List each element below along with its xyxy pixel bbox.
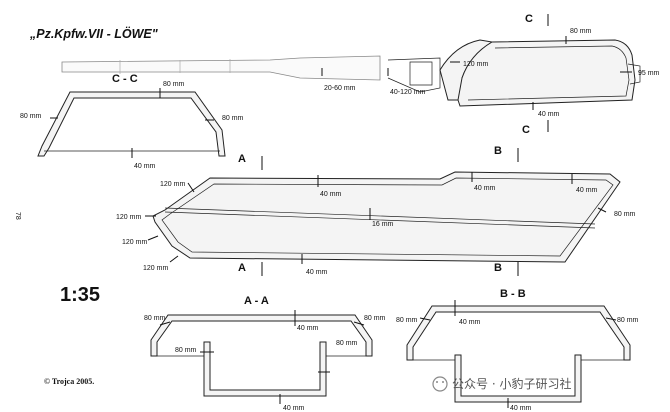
hull-dim-rear: 80 mm bbox=[614, 211, 636, 218]
aa-dim-bottom: 40 mm bbox=[283, 405, 305, 412]
section-a-top: A bbox=[238, 153, 246, 165]
section-bb-label: B - B bbox=[500, 288, 526, 300]
aa-dim-inner-right: 80 mm bbox=[336, 340, 358, 347]
section-b-top: B bbox=[494, 145, 502, 157]
hull-dim-top3: 40 mm bbox=[576, 187, 598, 194]
section-c-top: C bbox=[525, 13, 533, 25]
hull-dim-nose-mid: 120 mm bbox=[122, 239, 147, 246]
section-bb: B - B 80 mm 80 mm 40 mm 40 mm bbox=[396, 288, 639, 412]
bb-dim-left: 80 mm bbox=[396, 317, 418, 324]
bb-dim-top: 40 mm bbox=[459, 319, 481, 326]
cc-dim-left: 80 mm bbox=[20, 113, 42, 120]
aa-dim-inner-left: 80 mm bbox=[175, 347, 197, 354]
section-bb-lower-plate bbox=[454, 354, 582, 403]
section-aa-label: A - A bbox=[244, 295, 269, 307]
watermark-text: 公众号 · 小豹子研习社 bbox=[452, 376, 571, 391]
aa-dim-right: 80 mm bbox=[364, 315, 386, 322]
cc-dim-bottom: 40 mm bbox=[134, 163, 156, 170]
hull-dim-floor: 16 mm bbox=[372, 221, 394, 228]
turret-dim-bottom: 40 mm bbox=[538, 111, 560, 118]
bb-dim-bottom: 40 mm bbox=[510, 405, 532, 412]
page-number: 78 bbox=[14, 212, 21, 220]
section-b-bottom: B bbox=[494, 262, 502, 274]
hull-dim-front-upper: 120 mm bbox=[160, 181, 185, 188]
aa-dim-left: 80 mm bbox=[144, 315, 166, 322]
section-cc-plate bbox=[37, 91, 226, 157]
section-cc: C - C 80 mm 80 mm 80 mm 40 mm bbox=[20, 73, 244, 170]
cc-dim-top: 80 mm bbox=[163, 81, 185, 88]
hull-dim-top2: 40 mm bbox=[474, 185, 496, 192]
section-a-bottom: A bbox=[238, 262, 246, 274]
turret-dim-top: 80 mm bbox=[570, 28, 592, 35]
hull-side-view: A A B B 120 mm 120 mm 120 mm 120 mm 40 m… bbox=[116, 145, 636, 276]
section-cc-label: C - C bbox=[112, 73, 138, 85]
section-aa: A - A 80 mm 80 mm 40 mm 80 mm 80 mm 40 m… bbox=[144, 295, 386, 412]
hull-outer-plate bbox=[152, 171, 621, 263]
aa-dim-top: 40 mm bbox=[297, 325, 319, 332]
turret-body bbox=[457, 39, 636, 107]
wechat-icon bbox=[432, 376, 448, 392]
drawing-title: „Pz.Kpfw.VII - LÖWE" bbox=[29, 26, 159, 41]
section-bb-upper-plate bbox=[406, 305, 631, 361]
section-c-bottom: C bbox=[522, 124, 530, 136]
copyright-notice: © Trojca 2005. bbox=[44, 377, 94, 386]
hull-dim-bottom: 40 mm bbox=[306, 269, 328, 276]
section-aa-lower-plate bbox=[203, 341, 327, 397]
turret-dim-mantlet: 40-120 mm bbox=[390, 89, 426, 96]
watermark: 公众号 · 小豹子研习社 bbox=[432, 376, 571, 392]
gun-barrel bbox=[61, 55, 381, 81]
turret-dim-rear: 95 mm bbox=[638, 70, 660, 77]
hull-dim-top1: 40 mm bbox=[320, 191, 342, 198]
hull-dim-nose-top: 120 mm bbox=[116, 214, 141, 221]
turret-dim-front: 120 mm bbox=[463, 61, 488, 68]
bb-dim-right: 80 mm bbox=[617, 317, 639, 324]
turret-dim-barrel: 20-60 mm bbox=[324, 85, 356, 92]
scale-label: 1:35 bbox=[60, 284, 100, 306]
hull-dim-front-lower: 120 mm bbox=[143, 265, 168, 272]
turret-side-view: C C 80 mm 120 mm 95 mm 40 mm 20-60 mm 40… bbox=[61, 13, 660, 136]
cc-dim-right: 80 mm bbox=[222, 115, 244, 122]
